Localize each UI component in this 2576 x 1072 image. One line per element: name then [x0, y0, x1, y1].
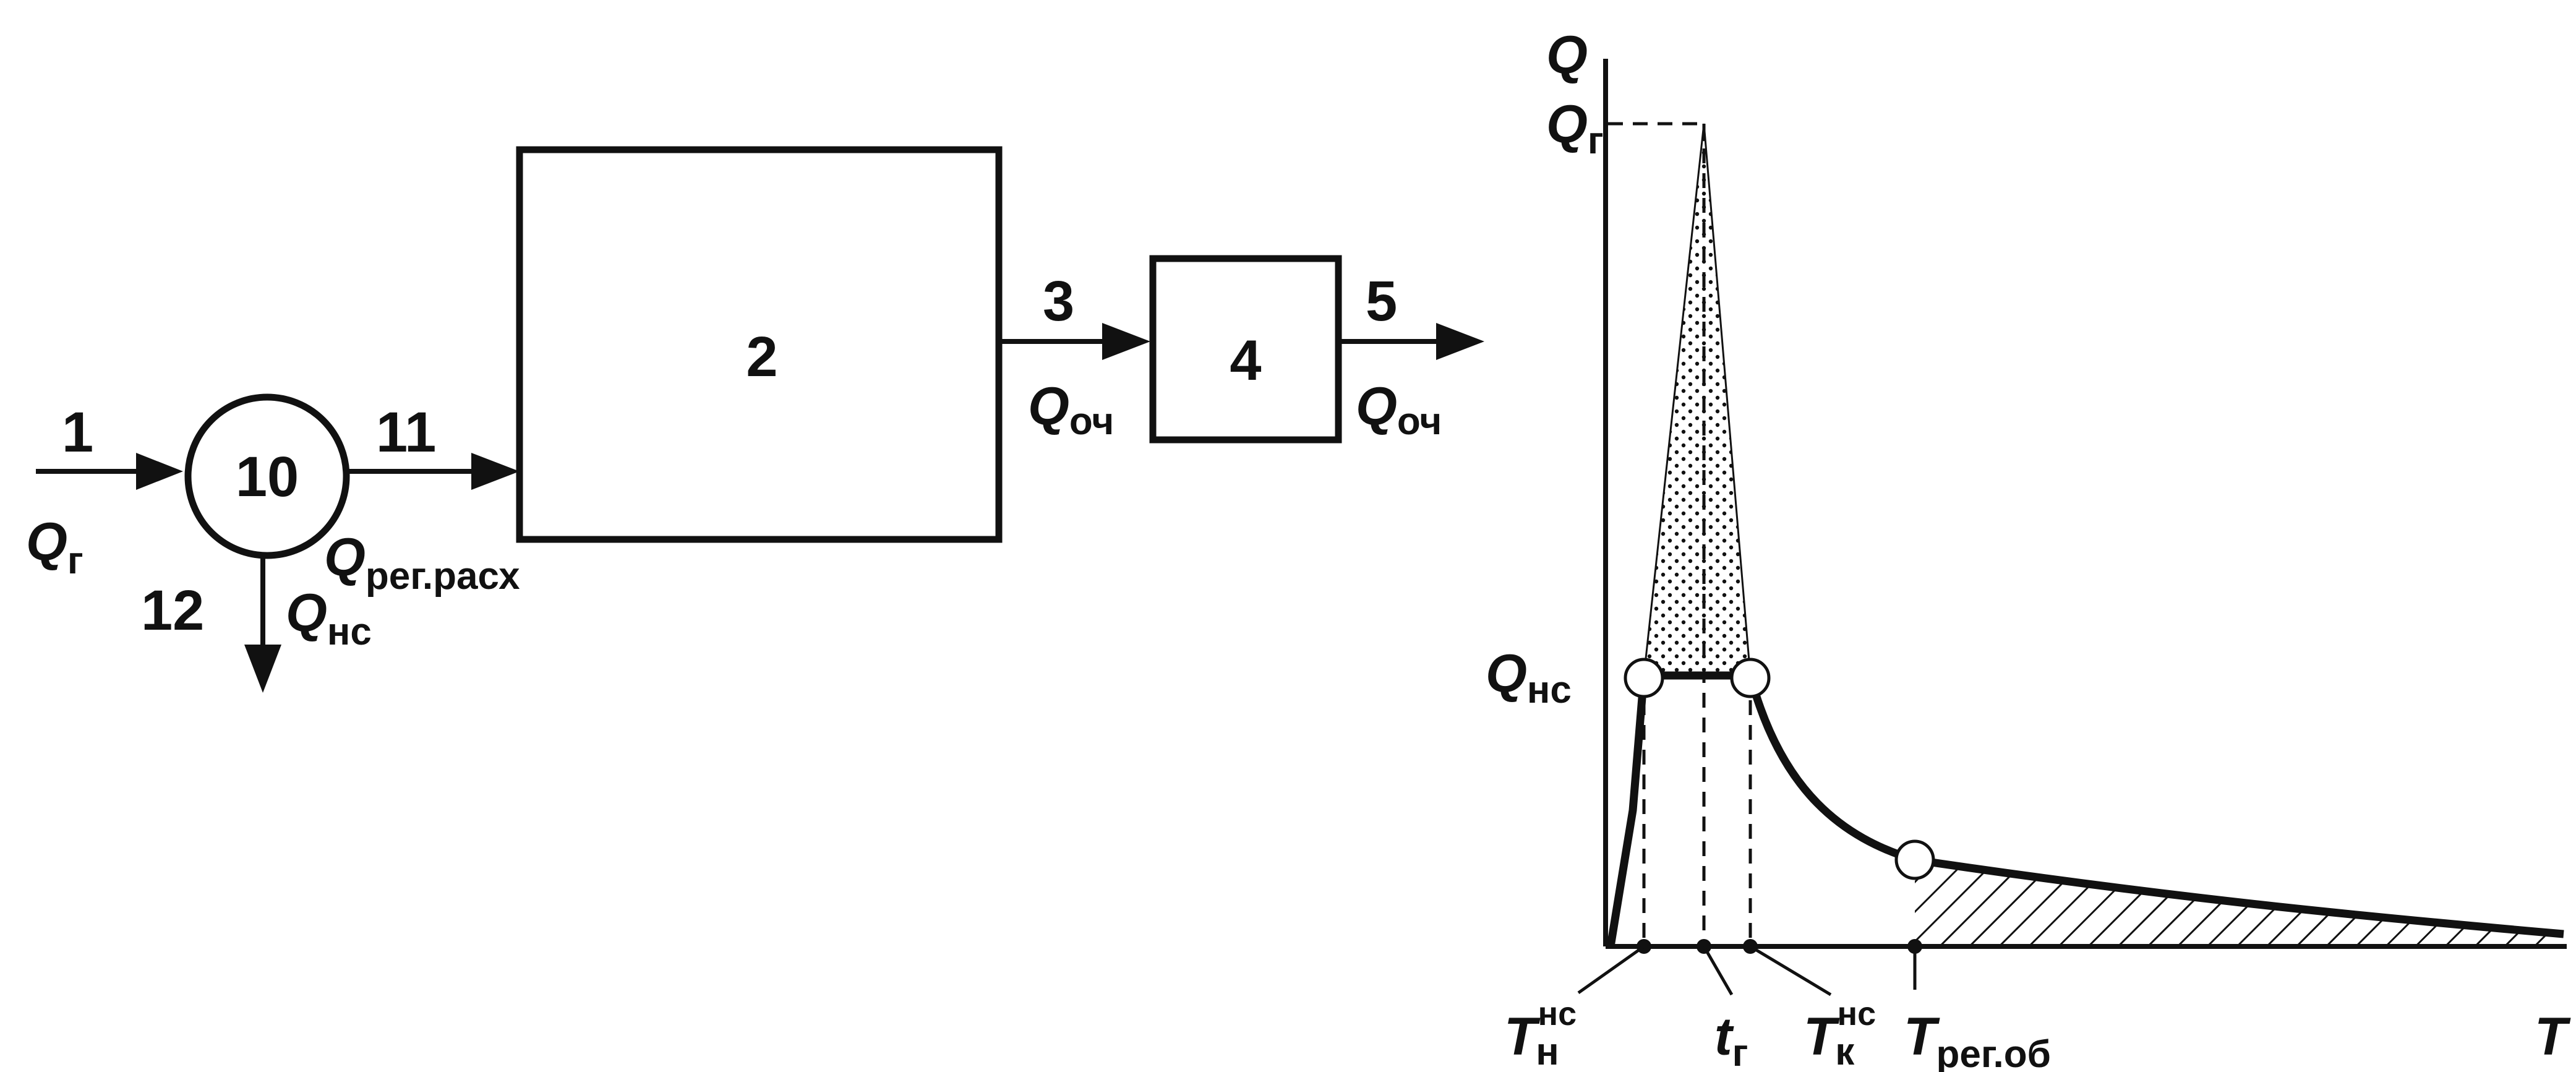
regulated-flow-label: Qрег.расх: [324, 528, 520, 598]
stream-5-number: 5: [1366, 270, 1397, 333]
treated-flow-label-1: Qоч: [1028, 377, 1114, 443]
node-10-label: 10: [236, 445, 299, 508]
tn-point-marker: [1624, 658, 1664, 698]
peak-flow-label: Qг: [1546, 95, 1604, 162]
block-2-label: 2: [746, 325, 777, 388]
treatment-block-2: [516, 146, 1003, 543]
tg-label: tг: [1714, 1007, 1748, 1072]
stream-3-arrowhead: [1102, 323, 1150, 360]
inflow-label: Qг: [26, 512, 83, 582]
tk-leader: [1749, 945, 1832, 997]
overflow-flow-label: Qнс: [1486, 644, 1572, 711]
stream-12-arrowhead: [244, 645, 281, 693]
treg-label: Tрег.об: [1904, 1007, 2051, 1072]
peak-volume-dotted-area: [1643, 123, 1752, 677]
stream-5-arrowhead: [1436, 323, 1484, 360]
stream-1-number: 1: [62, 401, 93, 464]
tg-leader: [1702, 945, 1734, 996]
tk-point-marker: [1730, 658, 1771, 698]
stream-11-arrowhead: [471, 453, 520, 490]
rising-limb: [1606, 675, 1648, 948]
separator-node-10: [184, 393, 350, 559]
stream-11-number: 11: [376, 401, 436, 464]
recession-limb: [1746, 674, 2564, 938]
stream-12-number: 12: [141, 579, 204, 642]
treated-flow-label-2: Qоч: [1356, 377, 1442, 443]
x-axis-label: T: [2535, 1007, 2571, 1066]
overflow-label: Qнс: [286, 583, 372, 653]
process-scheme: 1 Qг 10 11 Qрег.расх 12 Qнс 2 3 Qоч 4 5 …: [26, 146, 1484, 693]
treatment-block-4: [1149, 255, 1342, 444]
stream-1-arrowhead: [136, 453, 183, 490]
treg-point-marker: [1894, 839, 1935, 880]
tn-leader: [1577, 945, 1645, 995]
block-4-label: 4: [1230, 329, 1261, 392]
stream-3-number: 3: [1043, 270, 1074, 333]
y-axis-label: Q: [1546, 25, 1588, 85]
